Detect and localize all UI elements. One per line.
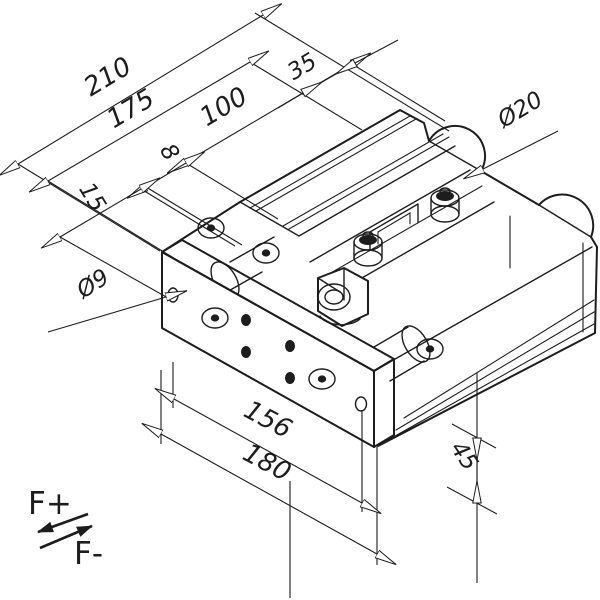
rod-end-dome-right-base <box>538 204 592 238</box>
dim-180-label: 180 <box>238 438 296 488</box>
dim-35-label: 35 <box>283 48 321 85</box>
plate-thread-holes <box>241 314 295 384</box>
leader-dia9 <box>47 297 166 333</box>
dimension-lines <box>18 15 559 554</box>
force-plus-arrow <box>37 512 89 534</box>
sensor-plug-left <box>353 231 383 267</box>
carriage-top-plate <box>239 115 456 237</box>
force-plus-label: F+ <box>28 486 72 522</box>
slide-body <box>161 109 598 447</box>
dim-dia9-label: Ø9 <box>72 264 114 304</box>
nut-washer <box>319 315 361 326</box>
hex-nut <box>317 267 369 327</box>
dim-35-tail <box>354 39 399 64</box>
plate-right-face <box>373 358 395 448</box>
force-annotation: F+ F- <box>28 486 103 572</box>
body-front-face-lines <box>373 215 595 441</box>
dim-35-tail2 <box>277 92 304 109</box>
dim-line-15 <box>60 189 141 237</box>
dim-156-label: 156 <box>239 395 297 445</box>
force-minus-label: F- <box>74 536 103 572</box>
leader-dia20 <box>483 130 559 169</box>
dim-dia20-label: Ø20 <box>493 87 548 134</box>
force-minus-arrow <box>39 524 93 550</box>
guide-rod-lower <box>373 325 431 382</box>
dimension-labels: 210 175 100 8 15 35 Ø20 Ø9 156 180 45 <box>72 48 548 488</box>
sensor-plug-right <box>430 187 460 223</box>
dim-8-label: 8 <box>154 139 184 165</box>
dim-line-35 <box>303 63 355 93</box>
dim-line-8 <box>146 163 186 187</box>
dim-line-180 <box>161 434 377 554</box>
